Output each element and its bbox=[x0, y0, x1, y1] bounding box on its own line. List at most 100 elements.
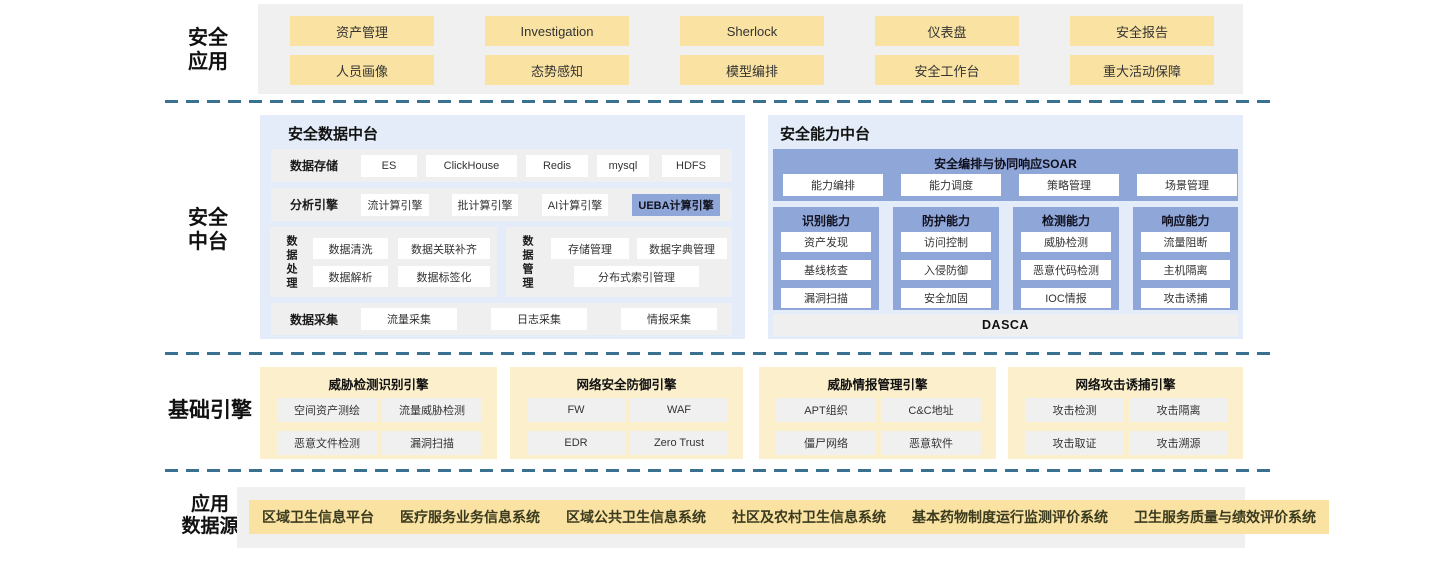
app-chip: Sherlock bbox=[680, 16, 824, 46]
soar-item: 能力调度 bbox=[901, 174, 1001, 196]
capability-column-title: 识别能力 bbox=[801, 214, 850, 228]
engine-item: Zero Trust bbox=[630, 431, 728, 455]
engine-panel-threat-detection: 威胁检测识别引擎 空间资产测绘 流量威胁检测 恶意文件检测 漏洞扫描 bbox=[260, 367, 497, 459]
processing-item: 数据清洗 bbox=[313, 238, 388, 259]
engine-grid: APT组织 C&C地址 僵尸网络 恶意软件 bbox=[776, 398, 981, 455]
source-chip: 社区及农村卫生信息系统 bbox=[719, 500, 899, 534]
data-platform-panel: 安全数据中台 数据存储 ES ClickHouse Redis mysql HD… bbox=[260, 115, 745, 339]
engine-grid: 攻击检测 攻击隔离 攻击取证 攻击溯源 bbox=[1025, 398, 1228, 455]
section-divider bbox=[165, 469, 1275, 472]
capability-column-title: 检测能力 bbox=[1041, 214, 1090, 228]
engine-item: 流量威胁检测 bbox=[382, 398, 482, 422]
management-item: 数据字典管理 bbox=[637, 238, 727, 259]
engine-item: 恶意文件检测 bbox=[277, 431, 377, 455]
collection-strip: 数据采集 流量采集 日志采集 情报采集 bbox=[271, 303, 732, 335]
source-chip: 卫生服务质量与绩效评价系统 bbox=[1121, 500, 1329, 534]
engine-item: 空间资产测绘 bbox=[277, 398, 377, 422]
section-divider bbox=[165, 352, 1275, 355]
analysis-item: 流计算引擎 bbox=[361, 193, 429, 216]
apps-container: 资产管理 Investigation Sherlock 仪表盘 安全报告 人员画… bbox=[258, 4, 1243, 94]
engine-title: 网络安全防御引擎 bbox=[576, 378, 677, 392]
engine-title: 网络攻击诱捕引擎 bbox=[1075, 378, 1176, 392]
engine-item: 攻击取证 bbox=[1025, 431, 1124, 455]
capability-item: 威胁检测 bbox=[1021, 232, 1111, 252]
engine-panel-network-defense: 网络安全防御引擎 FW WAF EDR Zero Trust bbox=[510, 367, 743, 459]
soar-band: 安全编排与协同响应SOAR 能力编排 能力调度 策略管理 场景管理 bbox=[773, 149, 1238, 201]
analysis-item: AI计算引擎 bbox=[542, 193, 608, 216]
soar-item: 能力编排 bbox=[783, 174, 883, 196]
engine-grid: 空间资产测绘 流量威胁检测 恶意文件检测 漏洞扫描 bbox=[277, 398, 482, 455]
analysis-item-highlight: UEBA计算引擎 bbox=[632, 193, 720, 216]
section-label-sources-line2: 数据源 bbox=[181, 516, 239, 538]
engine-item: FW bbox=[527, 398, 625, 422]
processing-item: 数据关联补齐 bbox=[398, 238, 490, 259]
engine-item: 恶意软件 bbox=[881, 431, 981, 455]
collection-item: 流量采集 bbox=[361, 308, 457, 330]
capability-item: 资产发现 bbox=[781, 232, 871, 252]
engine-item: C&C地址 bbox=[881, 398, 981, 422]
source-chip: 区域公共卫生信息系统 bbox=[553, 500, 719, 534]
engine-title: 威胁情报管理引擎 bbox=[827, 378, 928, 392]
section-divider bbox=[165, 100, 1275, 103]
engine-panel-attack-trap: 网络攻击诱捕引擎 攻击检测 攻击隔离 攻击取证 攻击溯源 bbox=[1008, 367, 1243, 459]
capability-item: 入侵防御 bbox=[901, 260, 991, 280]
capability-column-detect: 检测能力 威胁检测 恶意代码检测 IOC情报 bbox=[1013, 207, 1119, 310]
sources-container: 区域卫生信息平台 医疗服务业务信息系统 区域公共卫生信息系统 社区及农村卫生信息… bbox=[237, 487, 1329, 548]
storage-item: HDFS bbox=[662, 154, 720, 177]
app-chip: 态势感知 bbox=[485, 55, 629, 85]
capability-platform-panel: 安全能力中台 安全编排与协同响应SOAR 能力编排 能力调度 策略管理 场景管理… bbox=[768, 115, 1243, 339]
source-chip: 基本药物制度运行监测评价系统 bbox=[899, 500, 1121, 534]
dasca-band: DASCA bbox=[773, 314, 1238, 336]
management-subpanel: 数据管理 存储管理 数据字典管理 分布式索引管理 bbox=[506, 227, 732, 297]
management-item-wide: 分布式索引管理 bbox=[574, 266, 699, 287]
storage-label: 数据存储 bbox=[290, 159, 339, 173]
data-platform-title: 安全数据中台 bbox=[288, 126, 379, 143]
section-label-mid-line1: 安全 bbox=[188, 207, 228, 229]
capability-item: 主机隔离 bbox=[1141, 260, 1230, 280]
engine-item: 攻击溯源 bbox=[1129, 431, 1228, 455]
capability-column-title: 响应能力 bbox=[1161, 214, 1210, 228]
sources-row: 区域卫生信息平台 医疗服务业务信息系统 区域公共卫生信息系统 社区及农村卫生信息… bbox=[249, 500, 1329, 534]
capability-item: 攻击诱捕 bbox=[1141, 288, 1230, 308]
capability-item: 安全加固 bbox=[901, 288, 991, 308]
capability-column-identify: 识别能力 资产发现 基线核查 漏洞扫描 bbox=[773, 207, 879, 310]
processing-label: 数据处理 bbox=[285, 235, 297, 291]
engine-item: 僵尸网络 bbox=[776, 431, 876, 455]
section-label-apps: 安全 应用 bbox=[163, 27, 253, 74]
engine-grid: FW WAF EDR Zero Trust bbox=[527, 398, 728, 455]
capability-item: 漏洞扫描 bbox=[781, 288, 871, 308]
processing-subpanel: 数据处理 数据清洗 数据关联补齐 数据解析 数据标签化 bbox=[270, 227, 497, 297]
analysis-label: 分析引擎 bbox=[290, 198, 339, 212]
apps-row-2: 人员画像 态势感知 模型编排 安全工作台 重大活动保障 bbox=[290, 55, 1214, 85]
app-chip: 重大活动保障 bbox=[1070, 55, 1214, 85]
management-item: 存储管理 bbox=[551, 238, 629, 259]
app-chip: 安全报告 bbox=[1070, 16, 1214, 46]
engine-panel-threat-intel: 威胁情报管理引擎 APT组织 C&C地址 僵尸网络 恶意软件 bbox=[759, 367, 996, 459]
management-label: 数据管理 bbox=[521, 235, 533, 291]
section-label-mid: 安全 中台 bbox=[163, 207, 253, 254]
engine-item: 攻击隔离 bbox=[1129, 398, 1228, 422]
capability-platform-title: 安全能力中台 bbox=[780, 126, 871, 143]
storage-item: Redis bbox=[526, 154, 588, 177]
collection-item: 日志采集 bbox=[491, 308, 587, 330]
soar-title: 安全编排与协同响应SOAR bbox=[934, 157, 1077, 171]
section-label-apps-line2: 应用 bbox=[188, 50, 228, 73]
capability-item: 访问控制 bbox=[901, 232, 991, 252]
capability-column-title: 防护能力 bbox=[921, 214, 970, 228]
section-label-engines: 基础引擎 bbox=[168, 399, 252, 422]
capability-column-respond: 响应能力 流量阻断 主机隔离 攻击诱捕 bbox=[1133, 207, 1238, 310]
engine-item: EDR bbox=[527, 431, 625, 455]
app-chip: 模型编排 bbox=[680, 55, 824, 85]
source-chip: 医疗服务业务信息系统 bbox=[387, 500, 553, 534]
capability-column-protect: 防护能力 访问控制 入侵防御 安全加固 bbox=[893, 207, 999, 310]
processing-item: 数据解析 bbox=[313, 266, 388, 287]
section-label-mid-line2: 中台 bbox=[188, 230, 228, 253]
apps-row-1: 资产管理 Investigation Sherlock 仪表盘 安全报告 bbox=[290, 16, 1214, 46]
capability-item: IOC情报 bbox=[1021, 288, 1111, 308]
analysis-item: 批计算引擎 bbox=[452, 193, 518, 216]
collection-item: 情报采集 bbox=[621, 308, 717, 330]
app-chip: 人员画像 bbox=[290, 55, 434, 85]
capability-item: 流量阻断 bbox=[1141, 232, 1230, 252]
capability-item: 恶意代码检测 bbox=[1021, 260, 1111, 280]
